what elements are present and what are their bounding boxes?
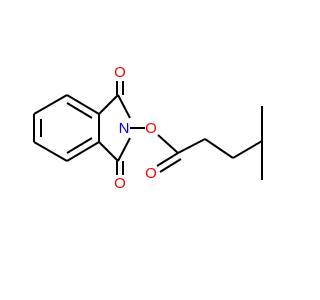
bond <box>117 137 131 162</box>
bond <box>66 137 93 154</box>
bond <box>159 158 182 173</box>
bonds <box>33 81 263 180</box>
oxygen-atom-bottom: O <box>114 175 126 192</box>
bond <box>232 140 263 159</box>
bond <box>66 141 100 162</box>
structural-formula: O N O O O <box>33 64 263 192</box>
bond <box>157 134 179 154</box>
oxygen-atom-top: O <box>114 64 126 81</box>
bond <box>98 94 119 115</box>
bond <box>117 94 131 119</box>
bond <box>98 141 119 162</box>
oxygen-atom-linker: O <box>145 120 157 137</box>
oxygen-atom-carbonyl: O <box>145 165 157 182</box>
structure-canvas: O N O O O <box>33 64 263 192</box>
nitrogen-atom: N <box>119 120 130 137</box>
bond <box>66 102 93 119</box>
bond <box>204 138 234 159</box>
bond <box>33 141 68 162</box>
bond <box>66 94 100 115</box>
bond <box>177 138 206 154</box>
atom-labels: O N O O O <box>114 64 157 192</box>
bond <box>156 152 179 167</box>
bond <box>33 94 68 115</box>
